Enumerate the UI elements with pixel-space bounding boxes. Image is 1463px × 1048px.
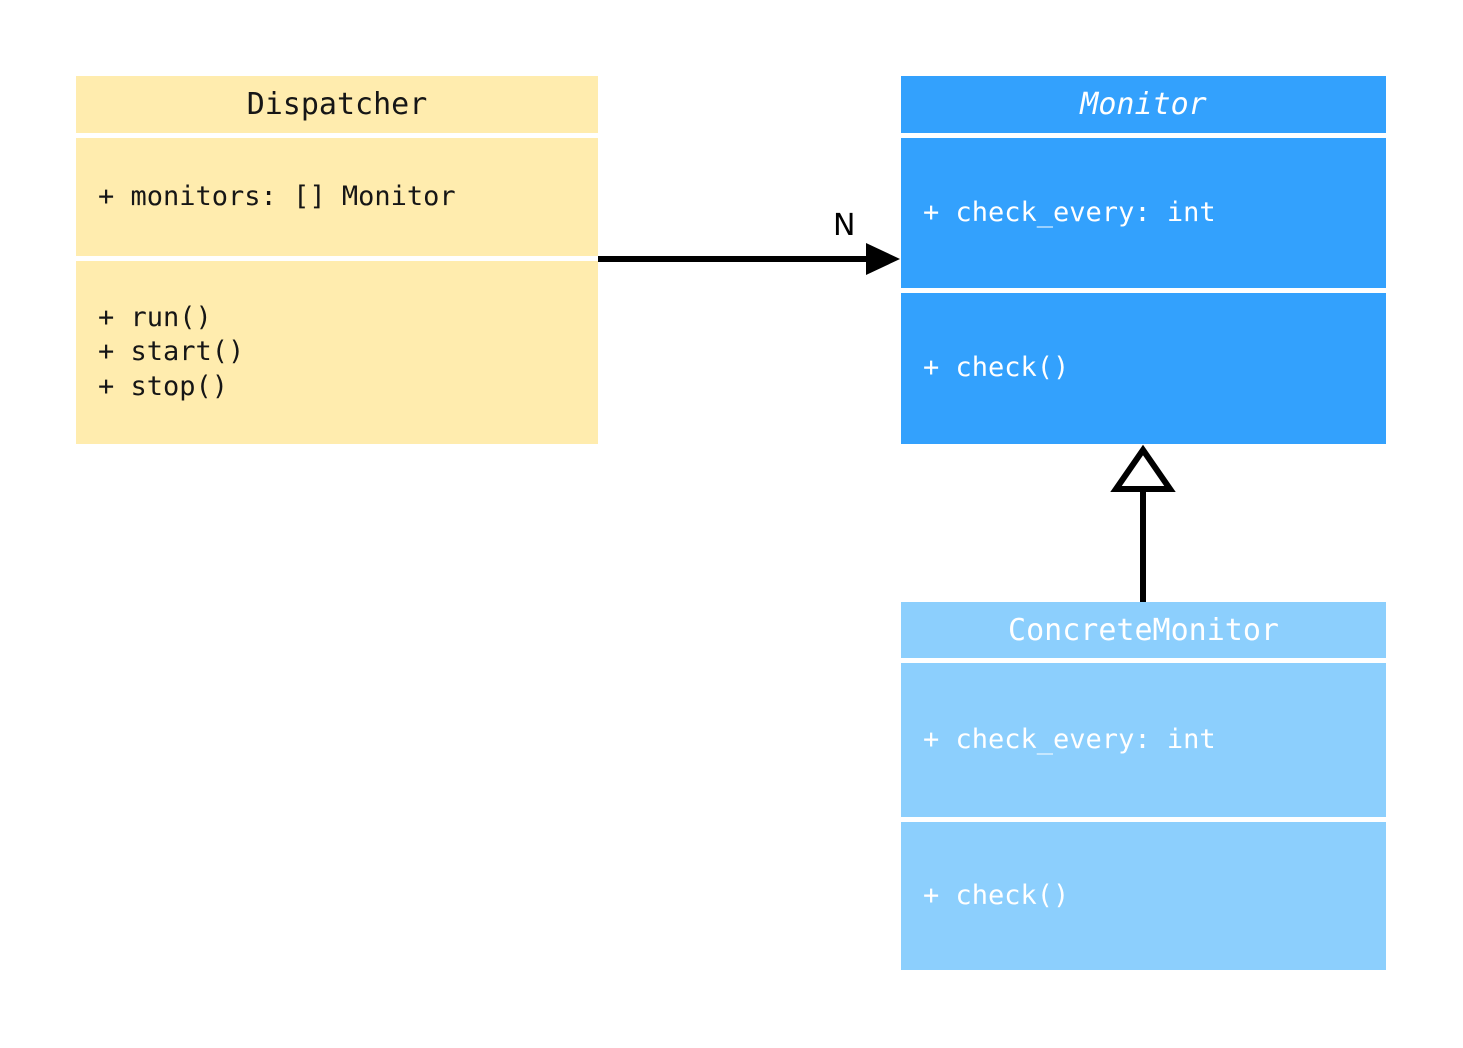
generalization-concretemonitor-monitor xyxy=(1110,444,1176,602)
methods-compartment-monitor: + check() xyxy=(901,293,1386,444)
attributes-compartment-concretemonitor: + check_every: int xyxy=(901,663,1386,817)
attribute-row: + check_every: int xyxy=(923,196,1216,228)
filled-triangle-arrowhead-icon xyxy=(866,243,900,275)
methods-compartment-dispatcher: + run() + start() + stop() xyxy=(76,261,598,444)
method-row: + check() xyxy=(923,352,1070,384)
method-row: + start() xyxy=(98,336,245,368)
class-name-dispatcher: Dispatcher xyxy=(76,76,598,133)
class-box-monitor[interactable]: Monitor + check_every: int + check() xyxy=(901,76,1386,444)
attribute-row: + monitors: [] Monitor xyxy=(98,180,456,212)
attribute-row: + check_every: int xyxy=(923,723,1216,755)
class-name-concretemonitor: ConcreteMonitor xyxy=(901,602,1386,658)
method-row: + check() xyxy=(923,879,1070,911)
method-row: + run() xyxy=(98,301,212,333)
class-box-concretemonitor[interactable]: ConcreteMonitor + check_every: int + che… xyxy=(901,602,1386,970)
methods-compartment-concretemonitor: + check() xyxy=(901,822,1386,970)
attributes-compartment-dispatcher: + monitors: [] Monitor xyxy=(76,138,598,256)
attributes-compartment-monitor: + check_every: int xyxy=(901,138,1386,288)
association-multiplicity-label: N xyxy=(833,208,856,243)
association-dispatcher-monitor xyxy=(598,243,900,275)
method-row: + stop() xyxy=(98,370,229,402)
hollow-triangle-arrowhead-icon xyxy=(1110,444,1176,492)
class-box-dispatcher[interactable]: Dispatcher + monitors: [] Monitor + run(… xyxy=(76,76,598,444)
class-name-monitor: Monitor xyxy=(901,76,1386,133)
